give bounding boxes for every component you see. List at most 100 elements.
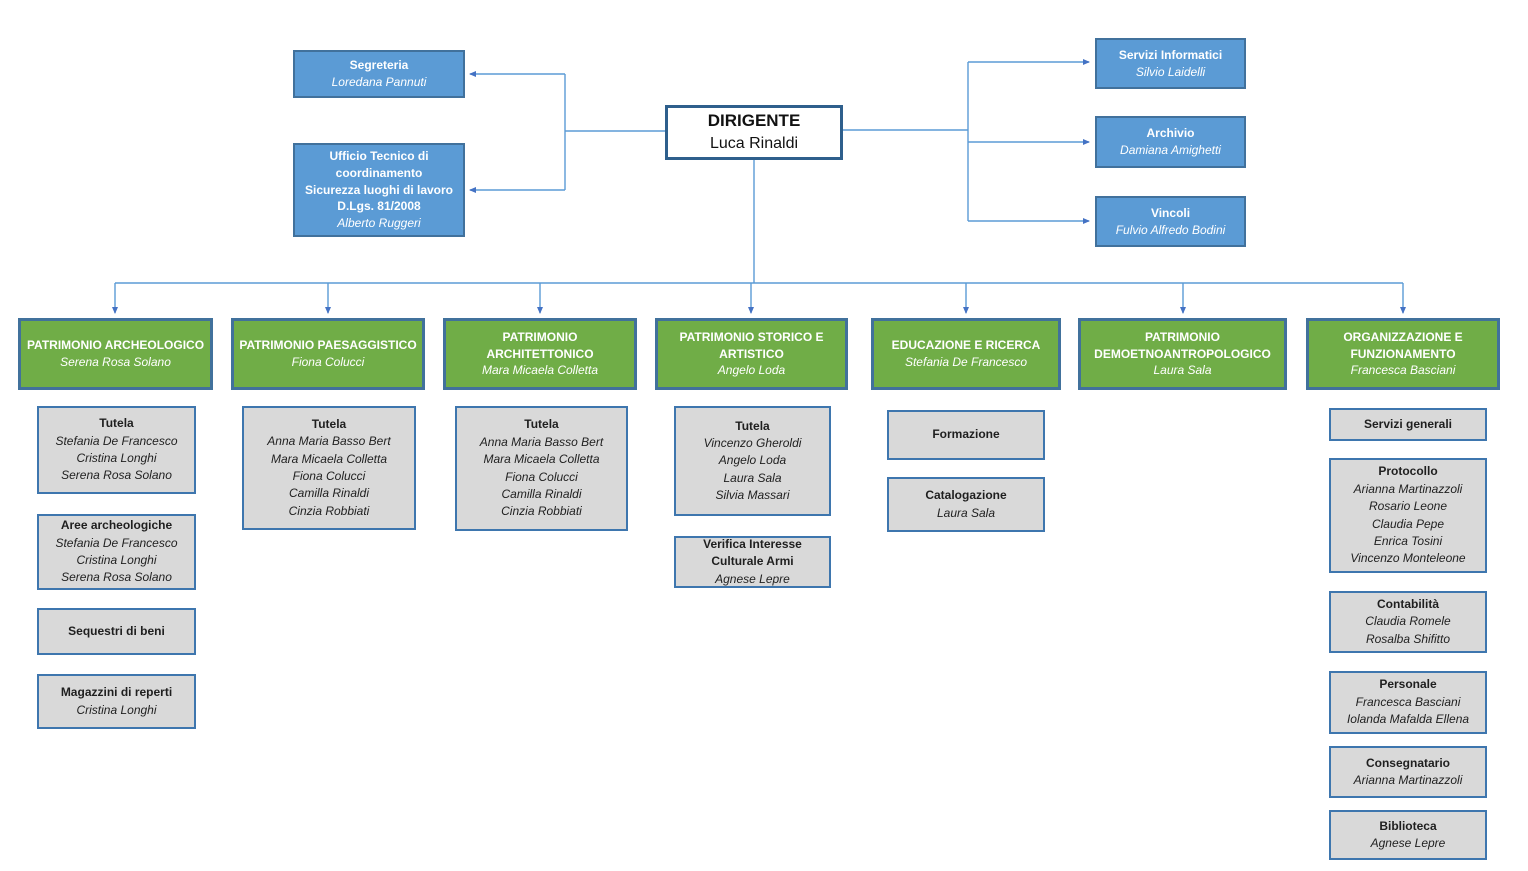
node-title: PATRIMONIO DEMOETNOANTROPOLOGICO	[1094, 329, 1271, 361]
node-person: Luca Rinaldi	[709, 135, 799, 153]
unit-title: Servizi generali	[1363, 416, 1453, 431]
node-person: Loredana Pannuti	[331, 75, 427, 89]
unit-title: Verifica Interesse Culturale Armi	[703, 536, 802, 569]
text-line: Cristina Longhi	[76, 553, 157, 567]
text-line: Silvia Massari	[715, 488, 790, 503]
node-title: PATRIMONIO ARCHITETTONICO	[486, 329, 594, 361]
unit-members: Agnese Lepre	[715, 571, 790, 588]
org-node-servizi-informatici: Servizi Informatici Silvio Laidelli	[1095, 38, 1246, 89]
unit-members: Agnese Lepre	[1371, 835, 1446, 852]
text-line: Rosario Leone	[1368, 499, 1448, 514]
node-person: Stefania De Francesco	[904, 355, 1028, 369]
text-line: Francesca Basciani	[1355, 694, 1461, 709]
unit-title: Formazione	[932, 427, 1000, 442]
unit-sequestri-di-beni: Sequestri di beni	[37, 608, 196, 655]
node-title: Segreteria	[350, 57, 409, 74]
text-line: Rosalba Shifitto	[1365, 631, 1451, 646]
unit-title: Sequestri di beni	[68, 623, 165, 638]
text-line: Laura Sala	[723, 470, 782, 485]
org-node-patrimonio-archeologico: PATRIMONIO ARCHEOLOGICO Serena Rosa Sola…	[18, 318, 213, 390]
node-person: Mara Micaela Colletta	[481, 363, 599, 378]
text-line: Claudia Romele	[1365, 614, 1451, 629]
unit-servizi-generali: Servizi generali	[1329, 408, 1487, 441]
text-line: Iolanda Mafalda Ellena	[1346, 712, 1470, 727]
unit-members: Arianna Martinazzoli	[1354, 772, 1463, 789]
text-line: Cristina Longhi	[76, 451, 157, 465]
node-title: Archivio	[1146, 125, 1194, 142]
text-line: D.Lgs. 81/2008	[337, 199, 421, 214]
node-title: Servizi Informatici	[1119, 47, 1222, 64]
org-node-archivio: Archivio Damiana Amighetti	[1095, 116, 1246, 168]
text-line: Anna Maria Basso Bert	[479, 434, 604, 449]
unit-title: Magazzini di reperti	[60, 685, 173, 700]
text-line: Camilla Rinaldi	[288, 486, 370, 501]
unit-title: Tutela	[311, 416, 347, 431]
org-node-patrimonio-demoetnoantropologico: PATRIMONIO DEMOETNOANTROPOLOGICO Laura S…	[1078, 318, 1287, 390]
node-person: Fiona Colucci	[291, 355, 365, 369]
org-node-segreteria: Segreteria Loredana Pannuti	[293, 50, 465, 98]
text-line: Agnese Lepre	[1370, 836, 1446, 850]
unit-title: Tutela	[735, 418, 770, 433]
node-person: Angelo Loda	[717, 363, 786, 378]
org-node-patrimonio-storico-artistico: PATRIMONIO STORICO E ARTISTICO Angelo Lo…	[655, 318, 848, 390]
unit-members: Cristina Longhi	[76, 702, 156, 719]
text-line: Cinzia Robbiati	[288, 503, 370, 518]
text-line: Claudia Pepe	[1371, 516, 1445, 531]
text-line: Mara Micaela Colletta	[270, 451, 388, 466]
node-title: ORGANIZZAZIONE E FUNZIONAMENTO	[1343, 329, 1463, 361]
unit-title: Protocollo	[1378, 464, 1438, 479]
unit-title: Biblioteca	[1379, 818, 1437, 833]
org-node-vincoli: Vincoli Fulvio Alfredo Bodini	[1095, 196, 1246, 247]
text-line: Mara Micaela Colletta	[483, 452, 600, 467]
unit-catalogazione: Catalogazione Laura Sala	[887, 477, 1045, 532]
unit-title: Contabilità	[1377, 596, 1439, 611]
unit-verifica-interesse-culturale-armi: Verifica Interesse Culturale Armi Agnese…	[674, 536, 831, 588]
unit-biblioteca: Biblioteca Agnese Lepre	[1329, 810, 1487, 860]
org-node-organizzazione-funzionamento: ORGANIZZAZIONE E FUNZIONAMENTO Francesca…	[1306, 318, 1500, 390]
unit-magazzini-di-reperti: Magazzini di reperti Cristina Longhi	[37, 674, 196, 729]
text-line: Camilla Rinaldi	[501, 486, 582, 501]
text-line: Ufficio Tecnico di coordinamento	[329, 149, 429, 180]
node-title: Vincoli	[1151, 205, 1190, 222]
text-line: Archivio	[1146, 126, 1195, 141]
node-title: PATRIMONIO ARCHEOLOGICO	[26, 338, 205, 353]
node-person: Serena Rosa Solano	[60, 355, 171, 369]
node-person: Fulvio Alfredo Bodini	[1115, 222, 1226, 237]
org-node-dirigente: DIRIGENTE Luca Rinaldi	[665, 105, 843, 160]
text-line: Serena Rosa Solano	[61, 570, 172, 585]
unit-title: Consegnatario	[1365, 755, 1450, 770]
org-node-patrimonio-paesaggistico: PATRIMONIO PAESAGGISTICO Fiona Colucci	[231, 318, 425, 390]
node-person: Francesca Basciani	[1350, 363, 1456, 378]
text-line: Segreteria	[349, 58, 409, 73]
text-line: Serena Rosa Solano	[61, 468, 172, 483]
unit-title: Personale	[1379, 677, 1437, 692]
node-person: Laura Sala	[1153, 363, 1212, 378]
text-line: Laura Sala	[936, 505, 996, 520]
text-line: Cristina Longhi	[76, 702, 157, 717]
node-title: DIRIGENTE	[707, 111, 801, 131]
text-line: Arianna Martinazzoli	[1353, 773, 1463, 787]
org-node-patrimonio-architettonico: PATRIMONIO ARCHITETTONICO Mara Micaela C…	[443, 318, 637, 390]
text-line: Anna Maria Basso Bert	[267, 434, 391, 449]
text-line: Stefania De Francesco	[55, 433, 178, 448]
text-line: Fiona Colucci	[292, 469, 366, 483]
node-title: PATRIMONIO STORICO E ARTISTICO	[679, 329, 824, 361]
unit-title: Tutela	[524, 417, 559, 432]
node-person: Alberto Ruggeri	[337, 216, 421, 231]
org-node-educazione-ricerca: EDUCAZIONE E RICERCA Stefania De Frances…	[871, 318, 1061, 390]
text-line: Arianna Martinazzoli	[1353, 481, 1463, 496]
text-line: Vincenzo Gheroldi	[703, 435, 802, 450]
unit-title: Aree archeologiche	[60, 518, 173, 533]
